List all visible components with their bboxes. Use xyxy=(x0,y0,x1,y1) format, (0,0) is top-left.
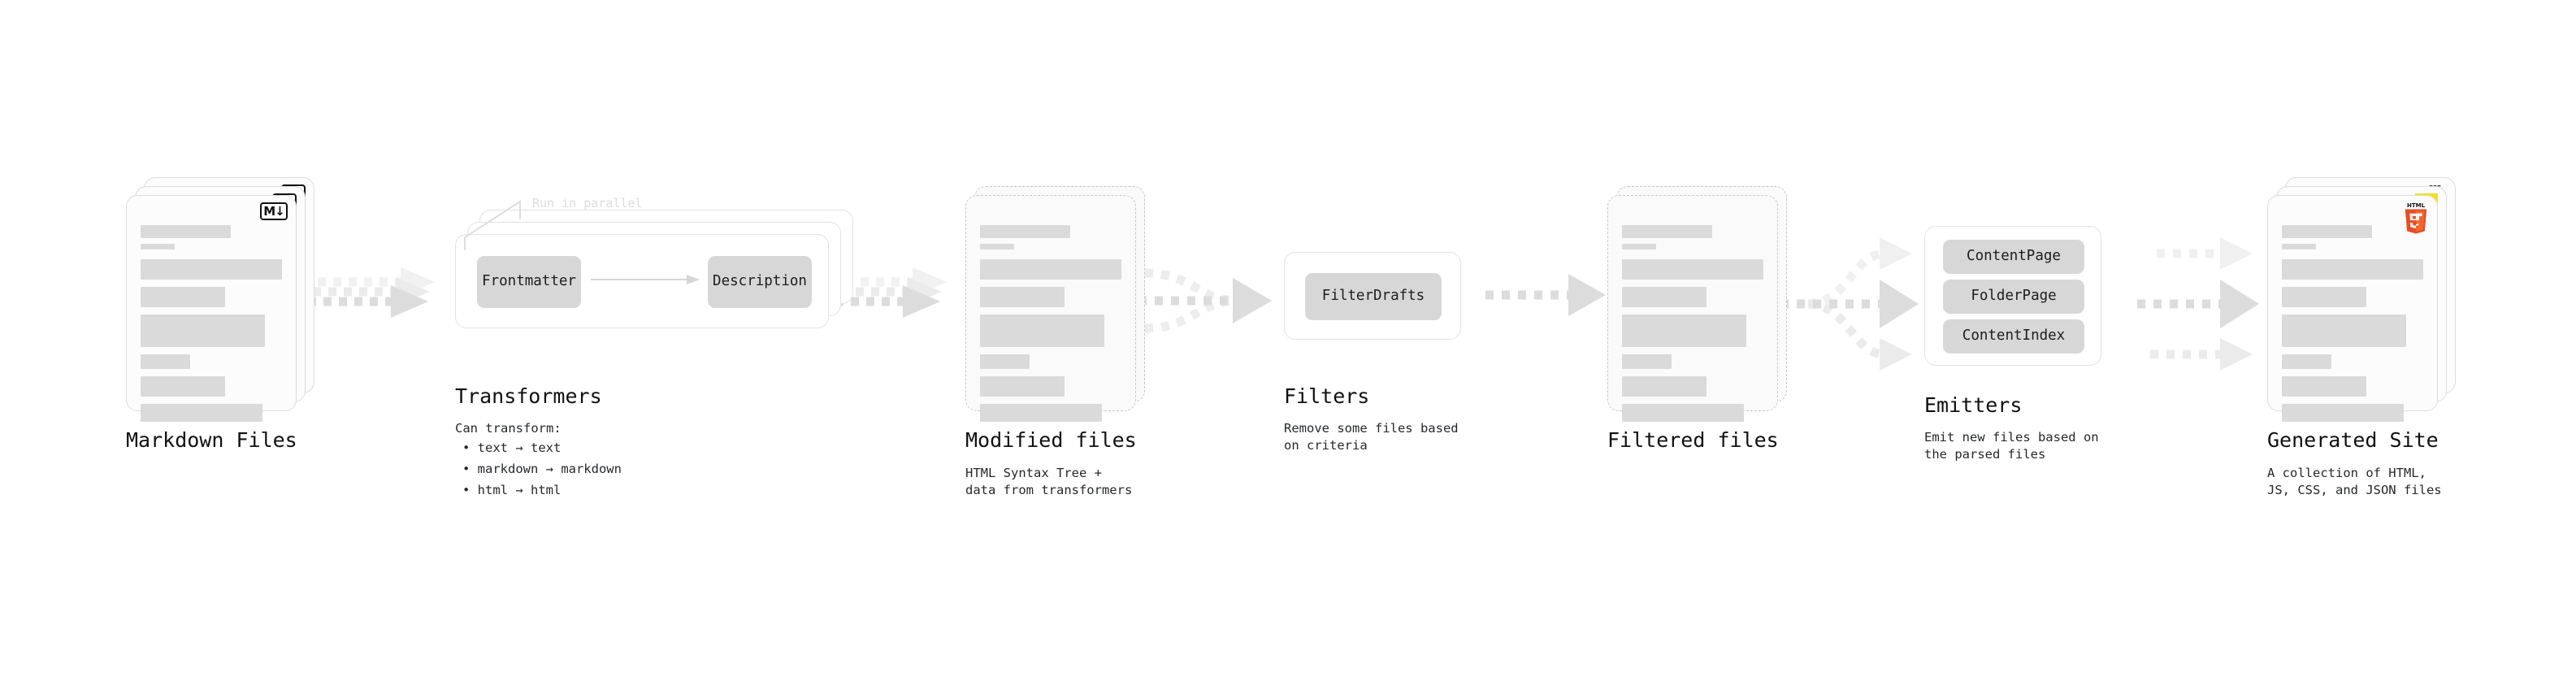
transformer-box-front: Frontmatter Description xyxy=(455,234,829,328)
placeholder-bar xyxy=(1622,404,1744,422)
connector-markdown-to-transformers xyxy=(308,267,435,318)
connector-emitters-to-site xyxy=(2137,237,2259,371)
placeholder-bar xyxy=(2282,354,2331,369)
stage-markdown-files: M↓ M↓ M↓ xyxy=(126,177,314,429)
placeholder-bar xyxy=(2282,376,2367,397)
markdown-icon: M↓ xyxy=(260,202,288,220)
emitter-chip-folderpage[interactable]: FolderPage xyxy=(1943,280,2084,314)
transformers-bullet-2: • html → html xyxy=(462,483,562,497)
placeholder-bar xyxy=(1622,287,1707,307)
file-card-front: M↓ xyxy=(126,195,297,422)
placeholder-bar xyxy=(141,244,175,249)
placeholder-bar xyxy=(1622,244,1656,249)
stage-desc-filters: Remove some files based on criteria xyxy=(1284,421,1459,453)
stage-desc-transformers: Can transform: xyxy=(455,421,562,436)
markdown-file-stack: M↓ M↓ M↓ xyxy=(126,177,314,429)
placeholder-bar xyxy=(141,376,226,397)
placeholder-bar xyxy=(980,244,1014,249)
file-content-placeholder xyxy=(2282,225,2423,422)
placeholder-bar xyxy=(2282,404,2404,422)
stage-title-filtered-files: Filtered files xyxy=(1607,428,1779,452)
stage-desc-emitters: Emit new files based on the parsed files xyxy=(1924,430,2099,462)
file-card-front xyxy=(1607,195,1778,422)
emitter-chip-contentpage[interactable]: ContentPage xyxy=(1943,240,2084,274)
filtered-file-stack xyxy=(1607,186,1796,429)
placeholder-bar xyxy=(980,314,1105,347)
placeholder-bar xyxy=(980,376,1065,397)
transformer-chip-frontmatter[interactable]: Frontmatter xyxy=(477,256,581,308)
placeholder-bar xyxy=(1622,376,1707,397)
placeholder-bar xyxy=(980,225,1071,238)
file-card-front: HTML xyxy=(2267,195,2438,422)
transformer-chip-description[interactable]: Description xyxy=(708,256,812,308)
transformer-inner-arrow xyxy=(591,275,700,284)
placeholder-bar xyxy=(2282,225,2373,238)
stage-modified-files xyxy=(965,186,1154,429)
filters-box: FilterDrafts xyxy=(1284,252,1461,340)
html5-icon-shield xyxy=(2405,209,2427,234)
stage-desc-generated-site: A collection of HTML, JS, CSS, and JSON … xyxy=(2267,466,2442,498)
placeholder-bar xyxy=(141,404,262,422)
connector-filters-to-filtered xyxy=(1485,274,1606,316)
placeholder-bar xyxy=(141,225,232,238)
placeholder-bar xyxy=(980,259,1121,280)
file-card-front xyxy=(965,195,1136,422)
run-in-parallel-bracket xyxy=(464,200,521,250)
transformers-bullet-1: • markdown → markdown xyxy=(462,462,622,476)
modified-file-stack xyxy=(965,186,1154,429)
placeholder-bar xyxy=(2282,287,2367,307)
connector-filtered-to-emitters xyxy=(1780,237,1919,371)
placeholder-bar xyxy=(1622,354,1672,369)
placeholder-bar xyxy=(141,287,226,307)
stage-generated-site: CSS HTML xyxy=(2267,177,2456,429)
placeholder-bar xyxy=(1622,225,1713,238)
emitters-box: ContentPage FolderPage ContentIndex xyxy=(1924,226,2101,366)
annotation-run-in-parallel: Run in parallel xyxy=(532,196,643,210)
stage-title-filters: Filters xyxy=(1284,384,1370,408)
placeholder-bar xyxy=(2282,314,2407,347)
stage-title-modified-files: Modified files xyxy=(965,428,1137,452)
placeholder-bar xyxy=(2282,244,2316,249)
placeholder-bar xyxy=(2282,259,2423,280)
placeholder-bar xyxy=(141,259,282,280)
stage-title-emitters: Emitters xyxy=(1924,393,2023,417)
file-content-placeholder xyxy=(141,225,282,422)
placeholder-bar xyxy=(980,354,1030,369)
stage-title-markdown-files: Markdown Files xyxy=(126,428,297,452)
transformers-bullet-0: • text → text xyxy=(462,440,562,455)
stage-desc-modified-files: HTML Syntax Tree + data from transformer… xyxy=(965,466,1133,498)
file-content-placeholder xyxy=(1622,225,1763,422)
placeholder-bar xyxy=(141,314,266,347)
placeholder-bar xyxy=(1622,259,1763,280)
html5-icon-word: HTML xyxy=(2406,202,2426,209)
placeholder-bar xyxy=(1622,314,1747,347)
html5-icon: HTML xyxy=(2403,202,2429,234)
emitter-chip-contentindex[interactable]: ContentIndex xyxy=(1943,319,2084,354)
placeholder-bar xyxy=(980,287,1065,307)
generated-site-file-stack: CSS HTML xyxy=(2267,177,2456,429)
connector-modified-to-filters xyxy=(1138,268,1272,333)
connector-transformers-to-modified xyxy=(820,267,947,318)
stage-title-transformers: Transformers xyxy=(455,384,602,408)
placeholder-bar xyxy=(141,354,190,369)
stage-title-generated-site: Generated Site xyxy=(2267,428,2439,452)
file-content-placeholder xyxy=(980,225,1121,422)
placeholder-bar xyxy=(980,404,1102,422)
filter-chip-filterdrafts[interactable]: FilterDrafts xyxy=(1305,273,1442,320)
stage-filtered-files xyxy=(1607,186,1796,429)
